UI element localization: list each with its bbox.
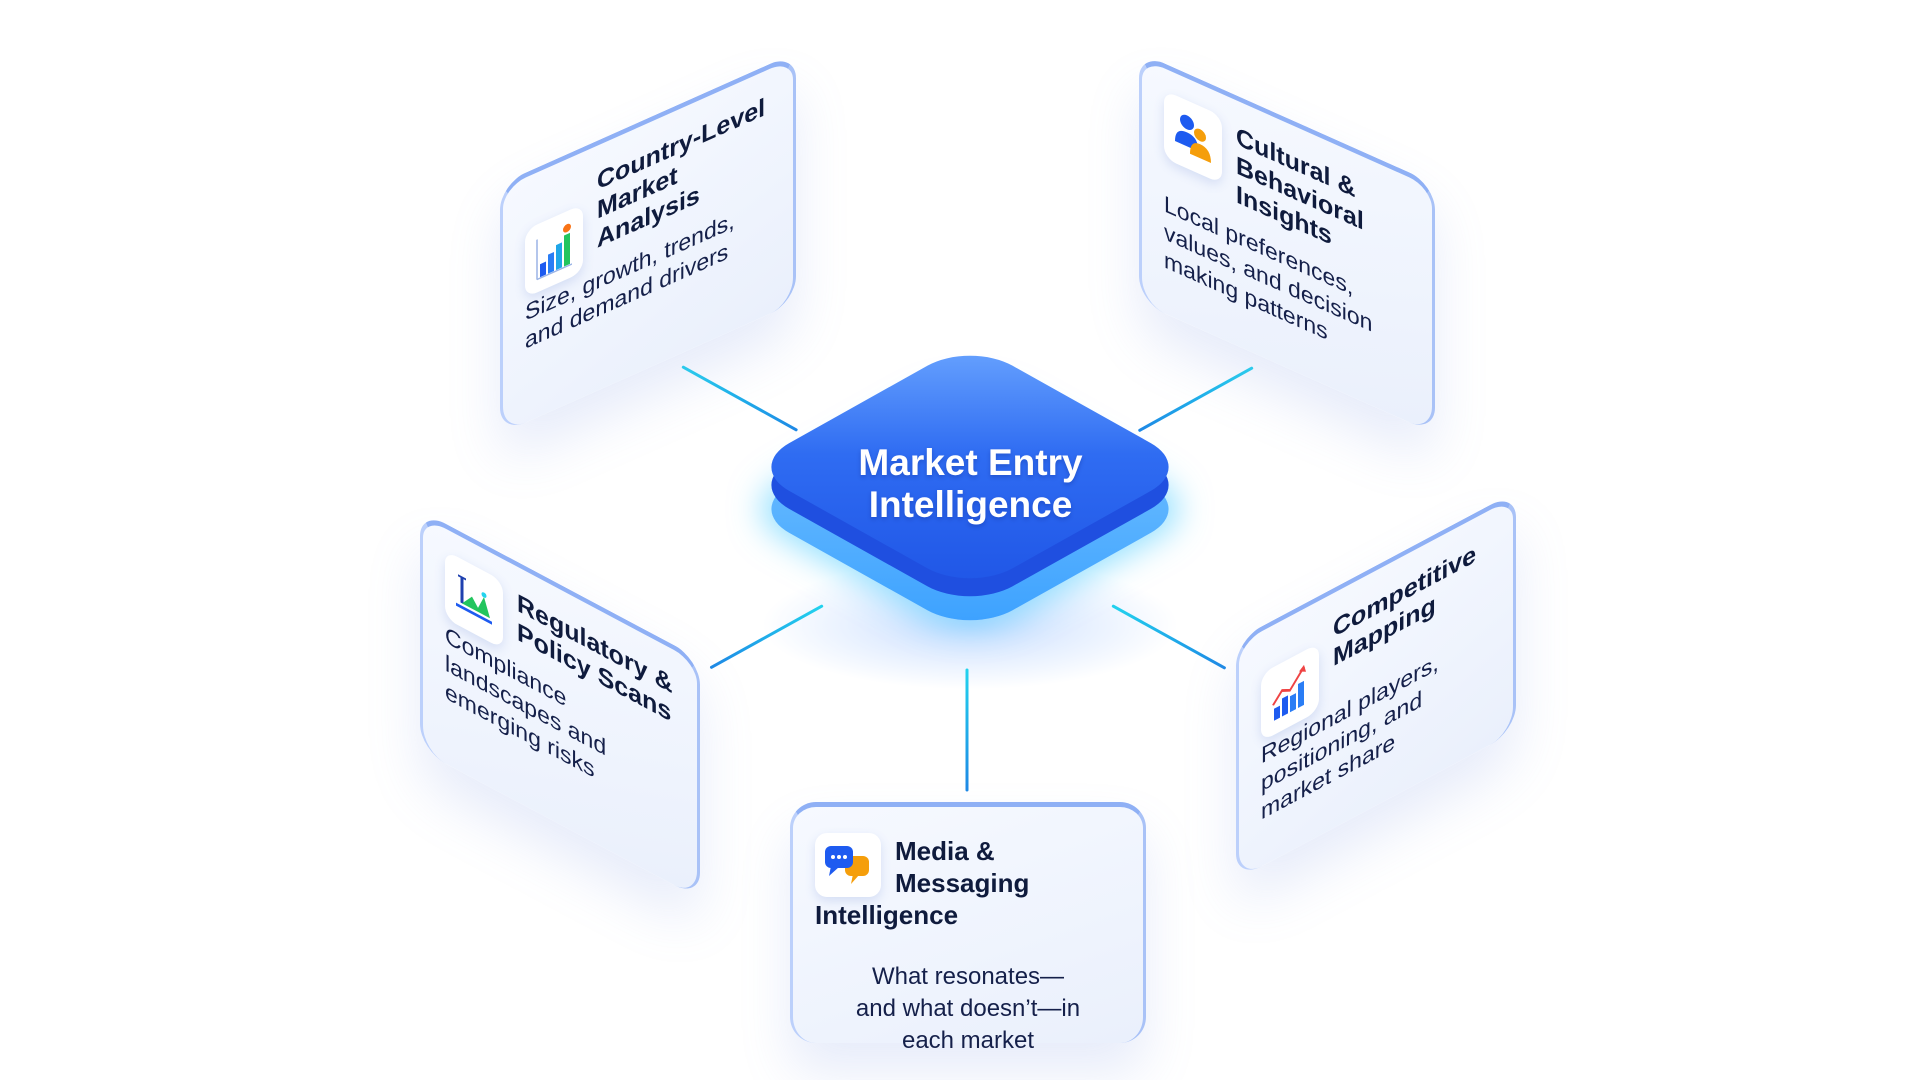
card-title: Media & Messaging Intelligence [815, 836, 1030, 930]
policy-chart-icon [445, 550, 503, 650]
card-description: What resonates—and what doesn’t—in each … [855, 963, 1081, 1054]
center-hub: Market Entry Intelligence [746, 341, 1194, 651]
trend-chart-icon [1261, 642, 1319, 742]
card-media-messaging-intelligence: Media & Messaging Intelligence What reso… [790, 802, 1146, 1054]
card-competitive-mapping: Competitive Mapping Regional players, po… [1236, 491, 1516, 880]
connector-media [965, 668, 969, 792]
card-country-market-analysis: Country-Level Market Analysis Size, grow… [500, 52, 796, 434]
bar-chart-icon [525, 204, 583, 298]
hub-title-line2: Intelligence [868, 484, 1073, 525]
card-cultural-behavioral-insights: Cultural & Behavioral Insights Local pre… [1139, 52, 1435, 434]
chat-bubbles-icon [815, 833, 881, 897]
hub-title: Market Entry Intelligence [747, 441, 1194, 526]
card-regulatory-policy-scans: Regulatory & Policy Scans Compliance lan… [420, 510, 700, 899]
people-icon [1164, 90, 1222, 184]
hub-title-line1: Market Entry [858, 442, 1083, 483]
